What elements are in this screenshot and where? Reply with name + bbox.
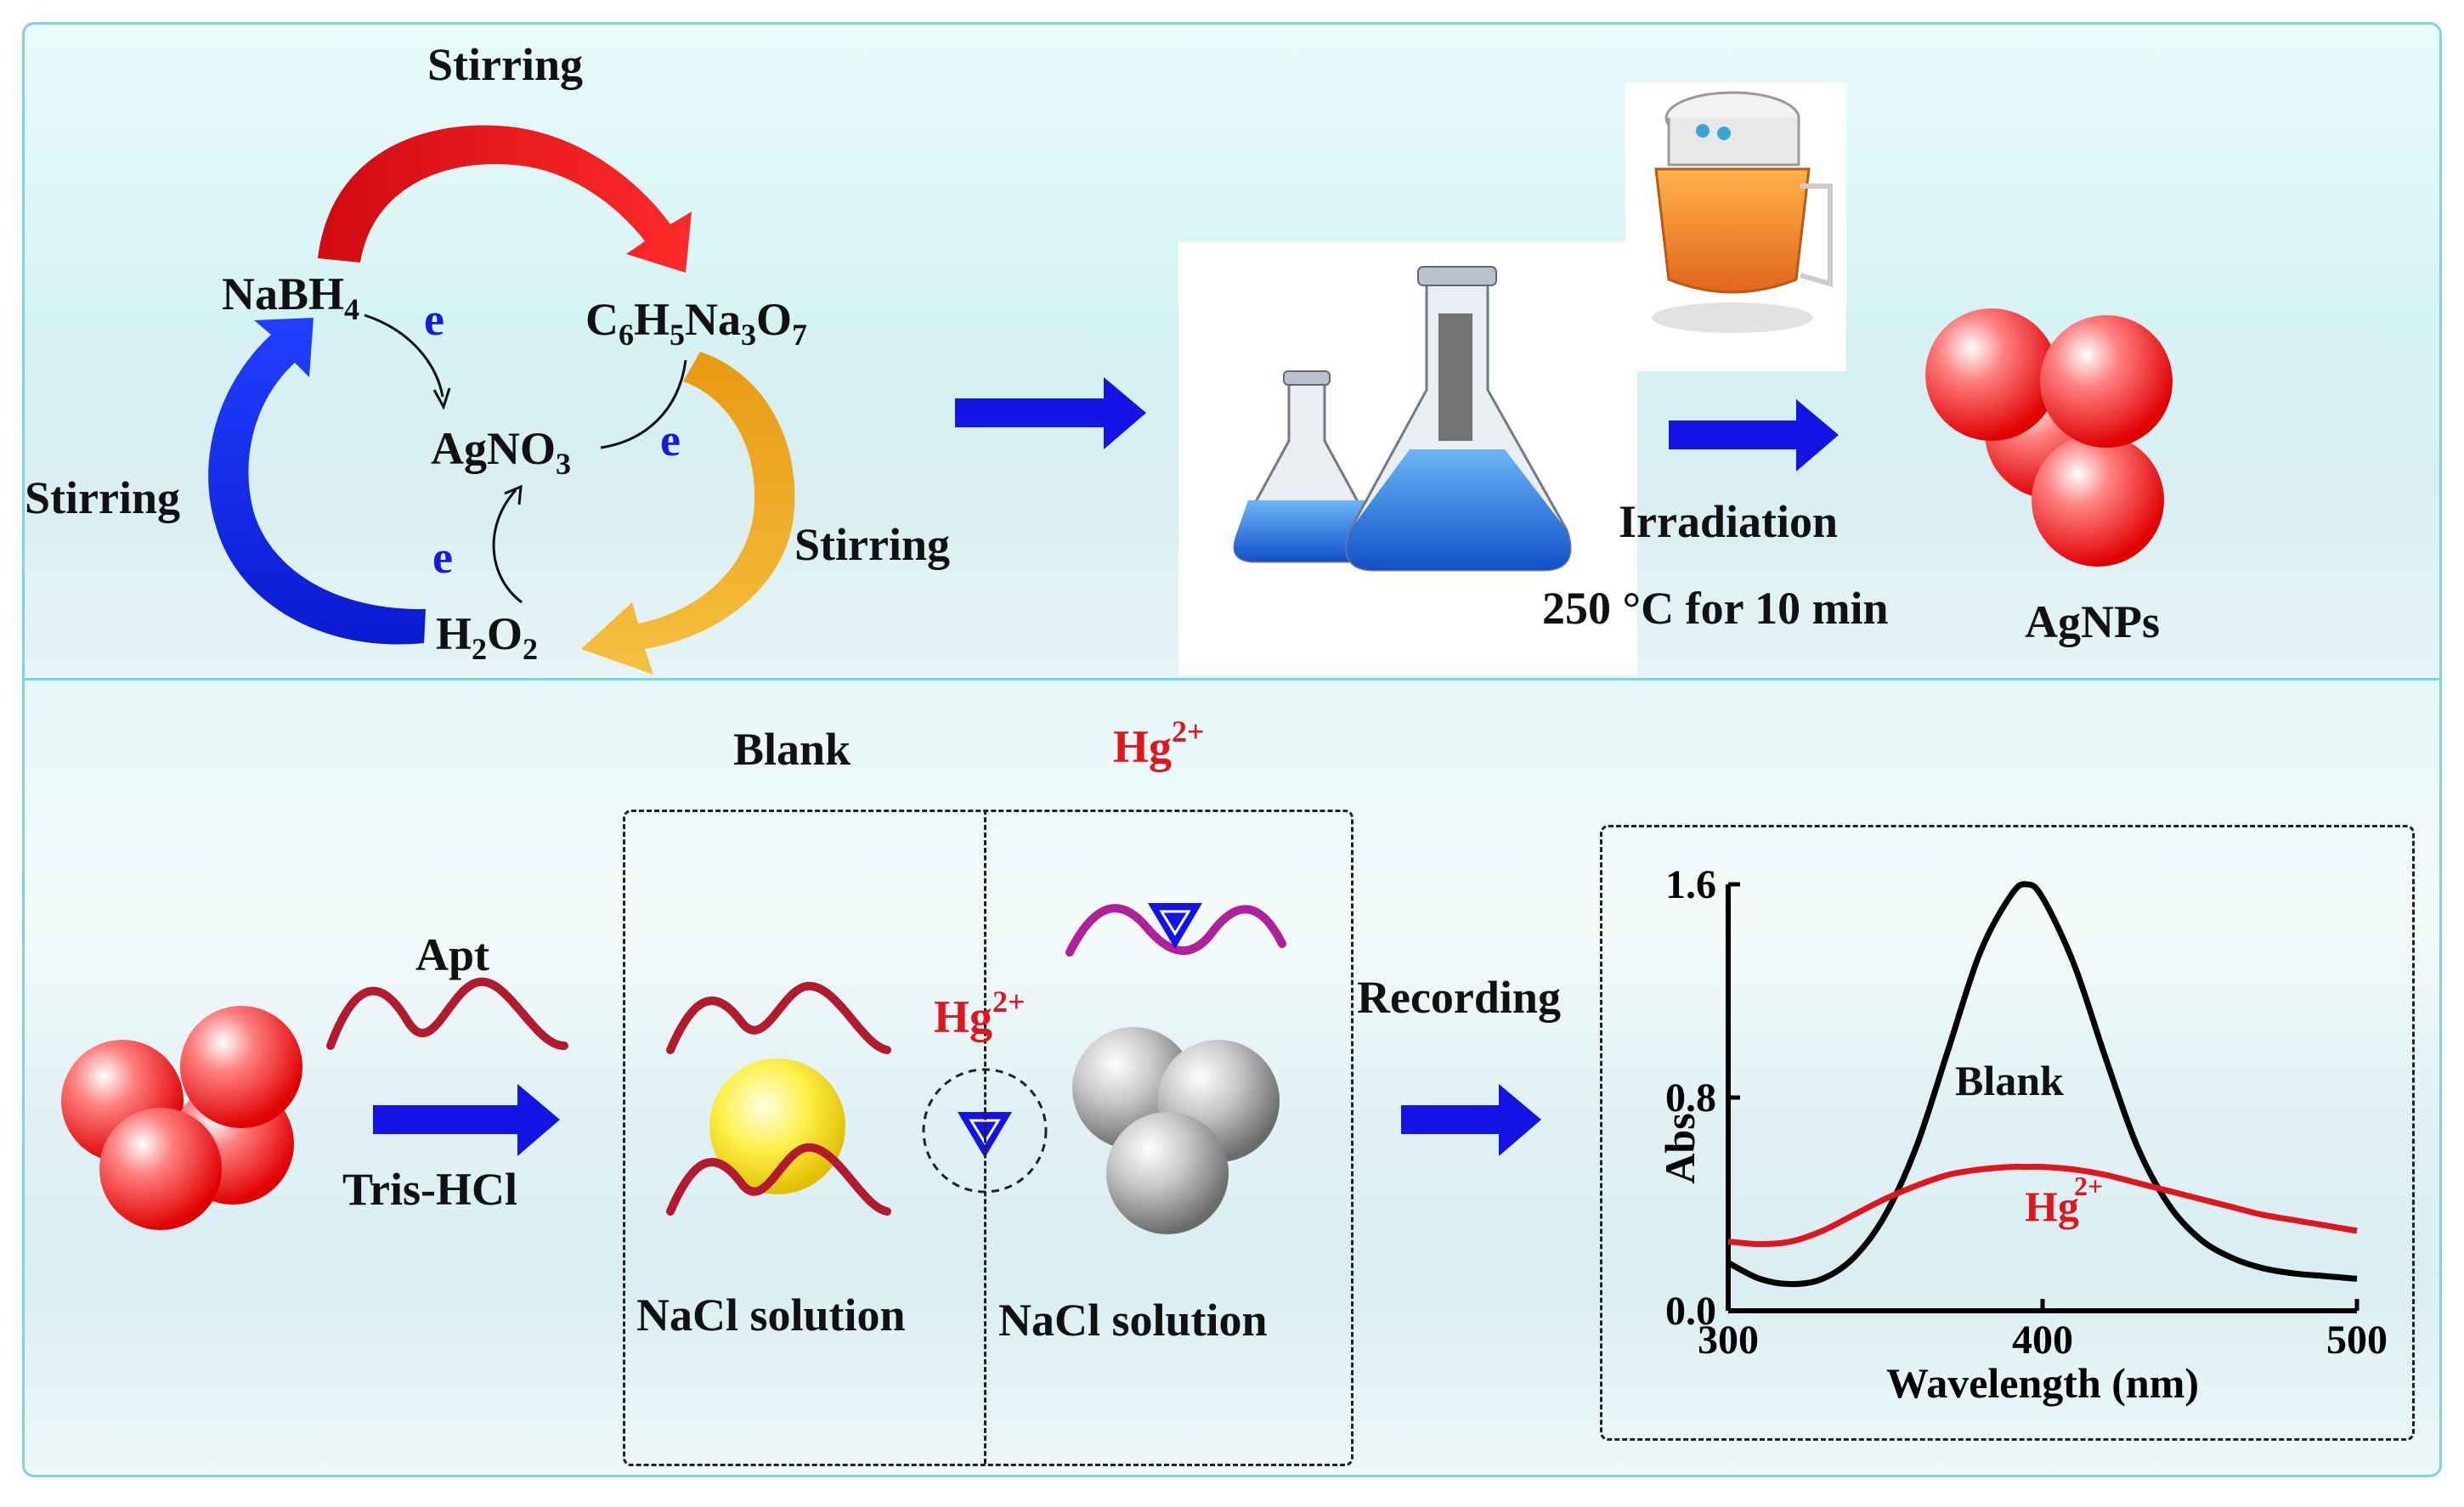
electron-path-2 xyxy=(600,359,687,449)
series-label-hg: Hg xyxy=(2025,1182,2079,1230)
y-tick-label: 0.8 xyxy=(1665,1075,1716,1120)
stirring-label-left: Stirring xyxy=(25,472,180,523)
aptamer-strand-free xyxy=(326,977,568,1050)
nacl-label-blank: NaCl solution xyxy=(636,1290,906,1340)
small-flask xyxy=(1233,370,1379,563)
y-tick-label: 0.0 xyxy=(1665,1289,1716,1334)
hg-ion-label: Hg2+ xyxy=(934,985,1026,1042)
electron-path-1-head xyxy=(432,387,451,410)
synthesis-graphics xyxy=(208,82,2173,675)
stirring-arrow-blue xyxy=(208,318,426,645)
aggregated-agnps xyxy=(1072,1027,1280,1234)
irradiation-conditions: 250 °C for 10 min xyxy=(1542,583,1889,634)
series-line-hg xyxy=(1727,1163,2358,1248)
electron-label-3: e xyxy=(432,532,453,583)
y-axis-title: Abs xyxy=(1656,1113,1704,1183)
large-flask xyxy=(1345,266,1572,572)
series-line-blank xyxy=(1726,881,2358,1288)
hg-header: Hg2+ xyxy=(1113,714,1205,772)
nacl-label-hg: NaCl solution xyxy=(998,1295,1268,1346)
recording-label: Recording xyxy=(1357,972,1561,1023)
stabilized-agnp xyxy=(709,1058,845,1194)
electron-path-3 xyxy=(492,488,523,604)
apt-label: Apt xyxy=(415,929,490,980)
electron-path-3-head xyxy=(504,484,523,505)
x-axis-title: Wavelength (nm) xyxy=(1886,1359,2199,1407)
series-label-hg-sup: 2+ xyxy=(2074,1171,2103,1201)
spectrum-box xyxy=(1600,825,2415,1441)
aptamer-strand-top xyxy=(666,981,891,1054)
process-arrow-3 xyxy=(373,1084,560,1156)
aptamer-hg-complex xyxy=(1065,904,1286,957)
process-arrow-1 xyxy=(955,377,1146,449)
electron-label-2: e xyxy=(660,415,681,466)
tris-label: Tris-HCl xyxy=(342,1164,517,1215)
x-tick-label: 300 xyxy=(1698,1318,1759,1363)
y-tick-label: 1.6 xyxy=(1665,862,1716,907)
process-arrow-4 xyxy=(1401,1084,1541,1156)
halogen-oven xyxy=(1652,91,1833,333)
irradiation-label: Irradiation xyxy=(1619,496,1839,547)
bound-hg-icon xyxy=(1148,903,1202,949)
citrate-formula: C6H5Na3O7 xyxy=(585,294,808,352)
agno3-formula: AgNO3 xyxy=(431,423,571,481)
synthesis-panel: Stirring Stirring Stirring NaBH4 C6H5Na3… xyxy=(22,22,2442,679)
stirring-arrow-orange xyxy=(581,352,795,674)
reaction-box xyxy=(623,810,1354,1466)
agnps-label: AgNPs xyxy=(2025,596,2160,647)
h2o2-formula: H2O2 xyxy=(436,608,539,666)
stirring-label-top: Stirring xyxy=(427,39,583,90)
series-label-blank: Blank xyxy=(1955,1057,2064,1104)
blank-header: Blank xyxy=(733,724,851,775)
electron-path-1 xyxy=(364,313,444,398)
x-tick-label: 400 xyxy=(2012,1318,2073,1363)
electron-label-1: e xyxy=(424,294,444,345)
reaction-divider xyxy=(984,810,986,1464)
agnp-cluster-start xyxy=(61,1006,302,1230)
process-arrow-2 xyxy=(1669,399,1839,471)
stirring-label-right: Stirring xyxy=(794,519,950,570)
agnp-cluster xyxy=(1925,308,2173,567)
nabh4-formula: NaBH4 xyxy=(222,268,360,326)
aptamer-strand-bottom xyxy=(666,1143,891,1216)
x-tick-label: 500 xyxy=(2326,1318,2388,1363)
stirring-arrow-red xyxy=(318,125,692,273)
